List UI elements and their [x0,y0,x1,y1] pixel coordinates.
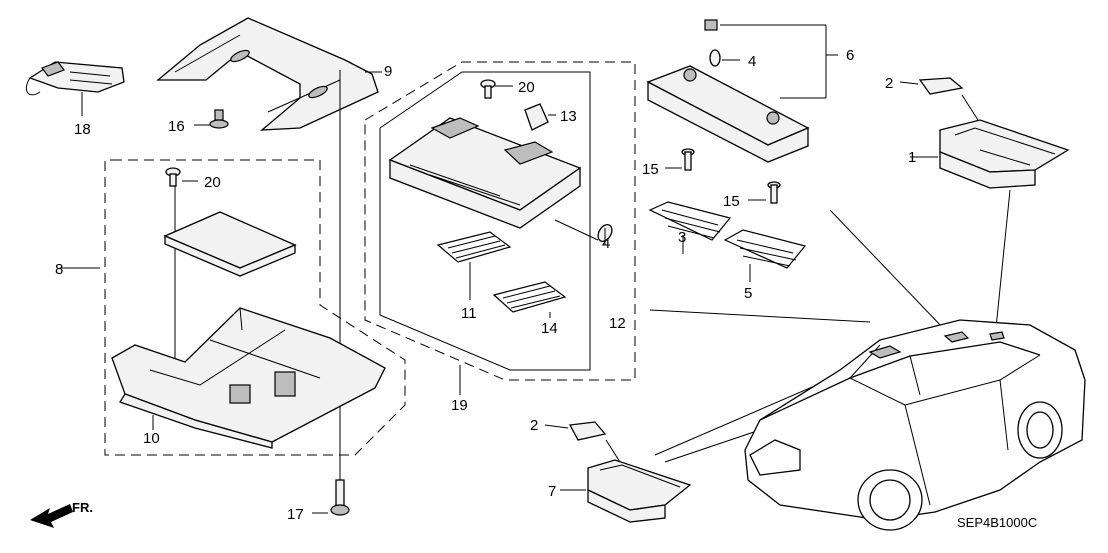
callout-18: 18 [74,121,91,138]
part-2-bulb-right [899,77,964,95]
group-outline-19 [364,61,636,381]
callout-5: 5 [744,285,752,302]
part-4-bulb-top [709,49,740,67]
part-14-lens [492,281,567,318]
callout-10: 10 [143,430,160,447]
callout-6: 6 [846,47,854,64]
callout-4: 4 [748,53,756,70]
part-13-clip [524,103,556,131]
part-15-screw-b [748,181,781,204]
callout-13: 13 [560,108,577,125]
part-18-connector [25,61,125,116]
part-15-screw-a [665,148,695,171]
diagram-code: SEP4B1000C [957,515,1037,530]
callout-7: 7 [548,483,556,500]
part-4-bulb-lower [554,219,613,245]
part-5-lens [723,229,807,282]
part-11-lens [436,231,512,300]
callout-9: 9 [384,63,392,80]
part-2-bulb-bottom [544,421,607,441]
callout-15: 15 [723,193,740,210]
callout-12: 12 [609,315,626,332]
front-direction-label: FR. [72,500,93,515]
part-16-screw [194,109,229,129]
part-6-room-light [646,19,838,163]
part-1-dome-light [910,94,1070,339]
callout-20: 20 [518,79,535,96]
callout-2: 2 [885,75,893,92]
callout-3: 3 [678,229,686,246]
group-outline-12 [379,71,591,371]
callout-14: 14 [541,320,558,337]
part-17-bolt [312,479,350,516]
callout-2: 2 [530,417,538,434]
vehicle-outline [744,319,1086,531]
part-20-screw-top [480,79,513,99]
part-3-lens [648,201,732,254]
part-7-courtesy-light [560,439,692,523]
callout-1: 1 [908,149,916,166]
group-outline-8 [104,159,406,456]
part-8-control-unit [60,211,297,277]
callout-15: 15 [642,161,659,178]
callout-17: 17 [287,506,304,523]
callout-8: 8 [55,261,63,278]
part-19-map-light [388,117,582,395]
callout-4: 4 [602,235,610,252]
callout-labels: 1 2 2 3 4 4 5 6 7 8 9 10 11 12 13 14 15 … [55,47,916,523]
callout-19: 19 [451,397,468,414]
callout-20: 20 [204,174,221,191]
part-10-console-housing [111,307,386,449]
part-20-screw-left [165,167,198,390]
front-direction-arrow [30,504,73,528]
part-9-bracket [156,17,382,480]
callout-11: 11 [461,305,477,322]
callout-16: 16 [168,118,185,135]
